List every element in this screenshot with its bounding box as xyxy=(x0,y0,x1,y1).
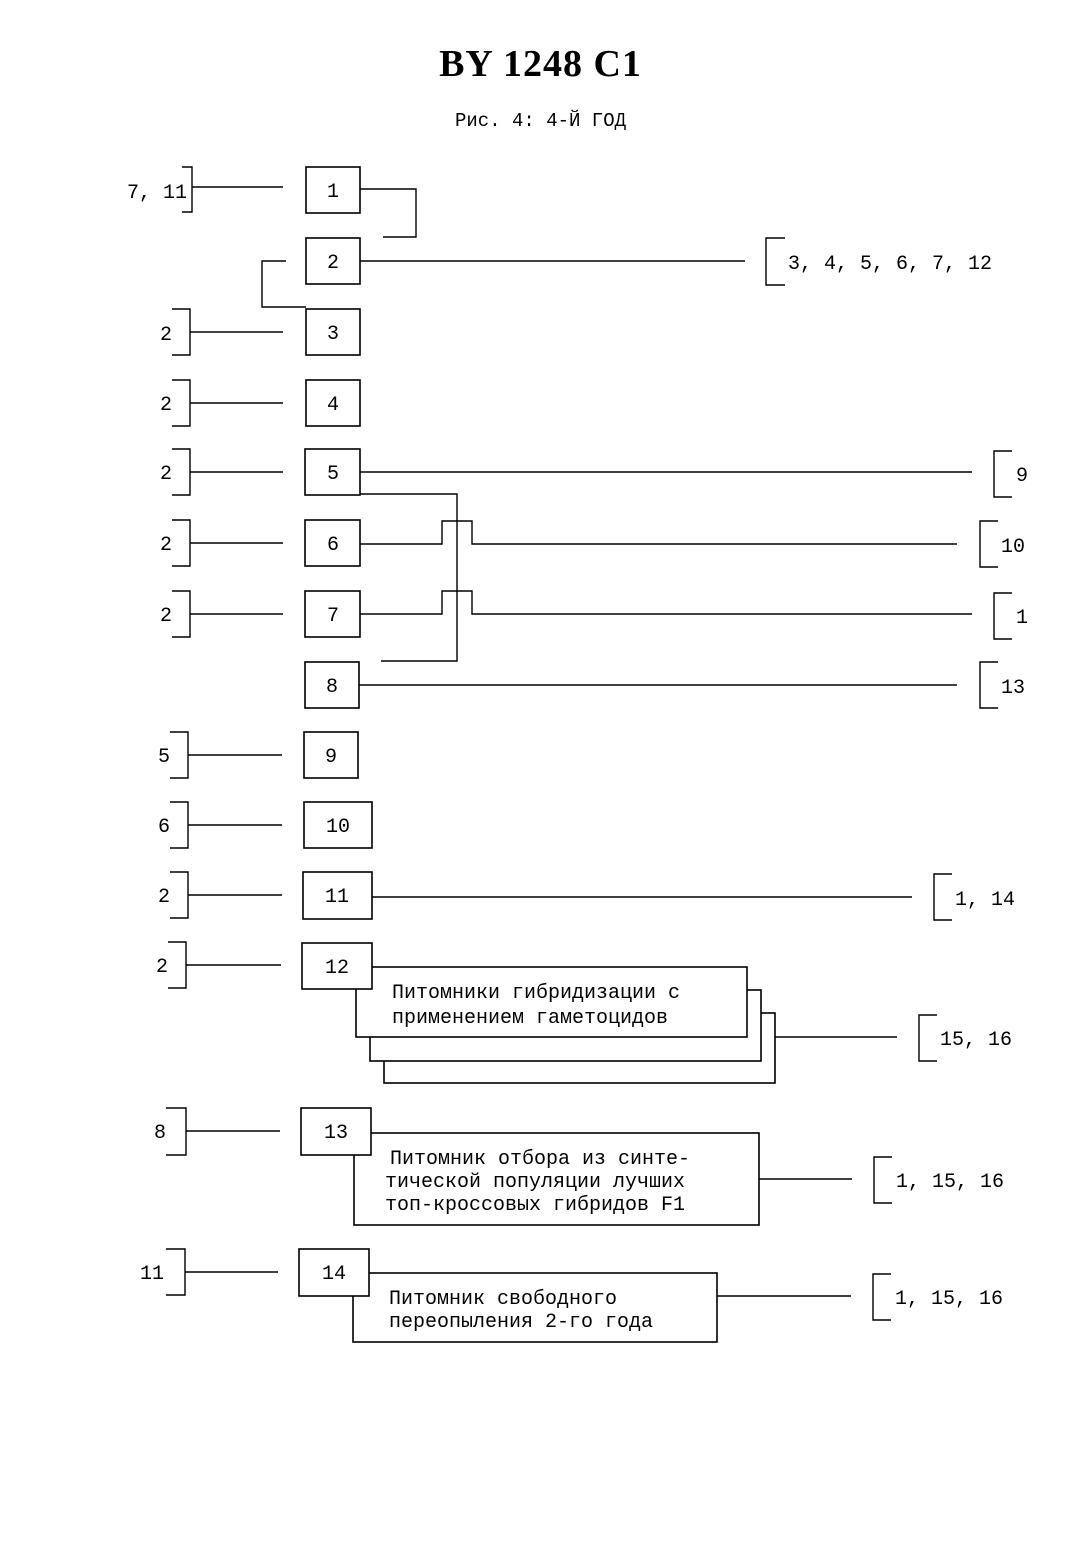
node-row-4: 2 4 xyxy=(160,380,360,426)
output-connector-7 xyxy=(360,591,972,614)
nursery-14-line2: переопыления 2-го года xyxy=(389,1311,653,1334)
input-label-9: 5 xyxy=(158,746,170,769)
nursery-14-line1: Питомник свободного xyxy=(389,1288,617,1311)
output-bracket-2 xyxy=(766,238,785,285)
input-label-3: 2 xyxy=(160,324,172,347)
node-number-11: 11 xyxy=(325,886,349,909)
node-row-14: 11 Питомник свободного переопыления 2-го… xyxy=(140,1249,1003,1342)
node-number-13: 13 xyxy=(324,1122,348,1145)
nursery-12-line1: Питомники гибридизации с xyxy=(392,982,680,1005)
output-label-8: 13 xyxy=(1001,677,1025,700)
link-5-to-8 xyxy=(360,494,457,661)
output-bracket-8 xyxy=(980,662,998,708)
node-number-10: 10 xyxy=(326,816,350,839)
output-bracket-13 xyxy=(874,1157,892,1203)
node-number-14: 14 xyxy=(322,1263,346,1286)
input-bracket-12 xyxy=(168,942,186,988)
output-label-11: 1, 14 xyxy=(955,889,1015,912)
input-bracket-11 xyxy=(170,872,188,918)
node-number-1: 1 xyxy=(327,181,339,204)
node-row-11: 2 11 1, 14 xyxy=(158,872,1015,920)
input-bracket-9 xyxy=(170,732,188,778)
nursery-13-line1: Питомник отбора из синте- xyxy=(390,1148,690,1171)
input-bracket-13 xyxy=(166,1108,186,1155)
output-label-13: 1, 15, 16 xyxy=(896,1171,1004,1194)
output-bracket-5 xyxy=(994,451,1012,497)
nursery-13-line3: топ-кроссовых гибридов F1 xyxy=(385,1194,685,1217)
output-label-12: 15, 16 xyxy=(940,1029,1012,1052)
node-row-1: 7, 11 1 xyxy=(127,167,360,213)
output-bracket-6 xyxy=(980,521,998,567)
node-number-7: 7 xyxy=(327,605,339,628)
node-number-2: 2 xyxy=(327,252,339,275)
output-label-7: 1 xyxy=(1016,607,1028,630)
node-number-9: 9 xyxy=(325,746,337,769)
input-label-4: 2 xyxy=(160,394,172,417)
output-bracket-7 xyxy=(994,593,1012,639)
input-bracket-14 xyxy=(166,1249,185,1295)
output-bracket-14 xyxy=(873,1274,891,1320)
node-number-6: 6 xyxy=(327,534,339,557)
node-row-7: 2 7 1 xyxy=(160,591,1028,639)
input-label-6: 2 xyxy=(160,534,172,557)
nursery-13-line2: тической популяции лучших xyxy=(385,1171,685,1194)
node-row-8: 8 13 xyxy=(305,662,1025,708)
node-row-9: 5 9 xyxy=(158,732,358,778)
input-label-1: 7, 11 xyxy=(127,182,187,205)
output-label-2: 3, 4, 5, 6, 7, 12 xyxy=(788,253,992,276)
output-label-6: 10 xyxy=(1001,536,1025,559)
node-number-4: 4 xyxy=(327,394,339,417)
input-label-5: 2 xyxy=(160,463,172,486)
node-number-8: 8 xyxy=(326,676,338,699)
node-number-12: 12 xyxy=(325,957,349,980)
input-label-12: 2 xyxy=(156,956,168,979)
node-row-10: 6 10 xyxy=(158,802,372,848)
output-bracket-12 xyxy=(919,1015,937,1061)
node-row-6: 2 6 10 xyxy=(160,520,1025,567)
node-number-3: 3 xyxy=(327,323,339,346)
input-bracket-7 xyxy=(172,591,190,637)
node-number-5: 5 xyxy=(327,463,339,486)
input-bracket-4 xyxy=(172,380,190,426)
output-bracket-11 xyxy=(934,874,952,920)
input-label-10: 6 xyxy=(158,816,170,839)
input-bracket-3 xyxy=(172,309,190,355)
input-bracket-5 xyxy=(172,449,190,495)
input-label-13: 8 xyxy=(154,1122,166,1145)
input-label-11: 2 xyxy=(158,886,170,909)
link-2-to-3 xyxy=(262,261,306,307)
node-row-13: 8 Питомник отбора из синте- тической поп… xyxy=(154,1108,1004,1225)
input-label-7: 2 xyxy=(160,605,172,628)
link-1-to-2 xyxy=(360,189,416,237)
input-label-14: 11 xyxy=(140,1263,164,1286)
output-label-5: 9 xyxy=(1016,465,1028,488)
nursery-12-line2: применением гаметоцидов xyxy=(392,1007,668,1030)
output-connector-6 xyxy=(360,521,957,544)
node-row-5: 2 5 9 xyxy=(160,449,1028,497)
node-row-3: 2 3 xyxy=(160,309,360,355)
input-bracket-10 xyxy=(170,802,188,848)
output-label-14: 1, 15, 16 xyxy=(895,1288,1003,1311)
input-bracket-6 xyxy=(172,520,190,566)
node-row-12: 2 Питомники гибридизации с применением г… xyxy=(156,942,1012,1083)
node-row-2: 2 3, 4, 5, 6, 7, 12 xyxy=(306,238,992,285)
